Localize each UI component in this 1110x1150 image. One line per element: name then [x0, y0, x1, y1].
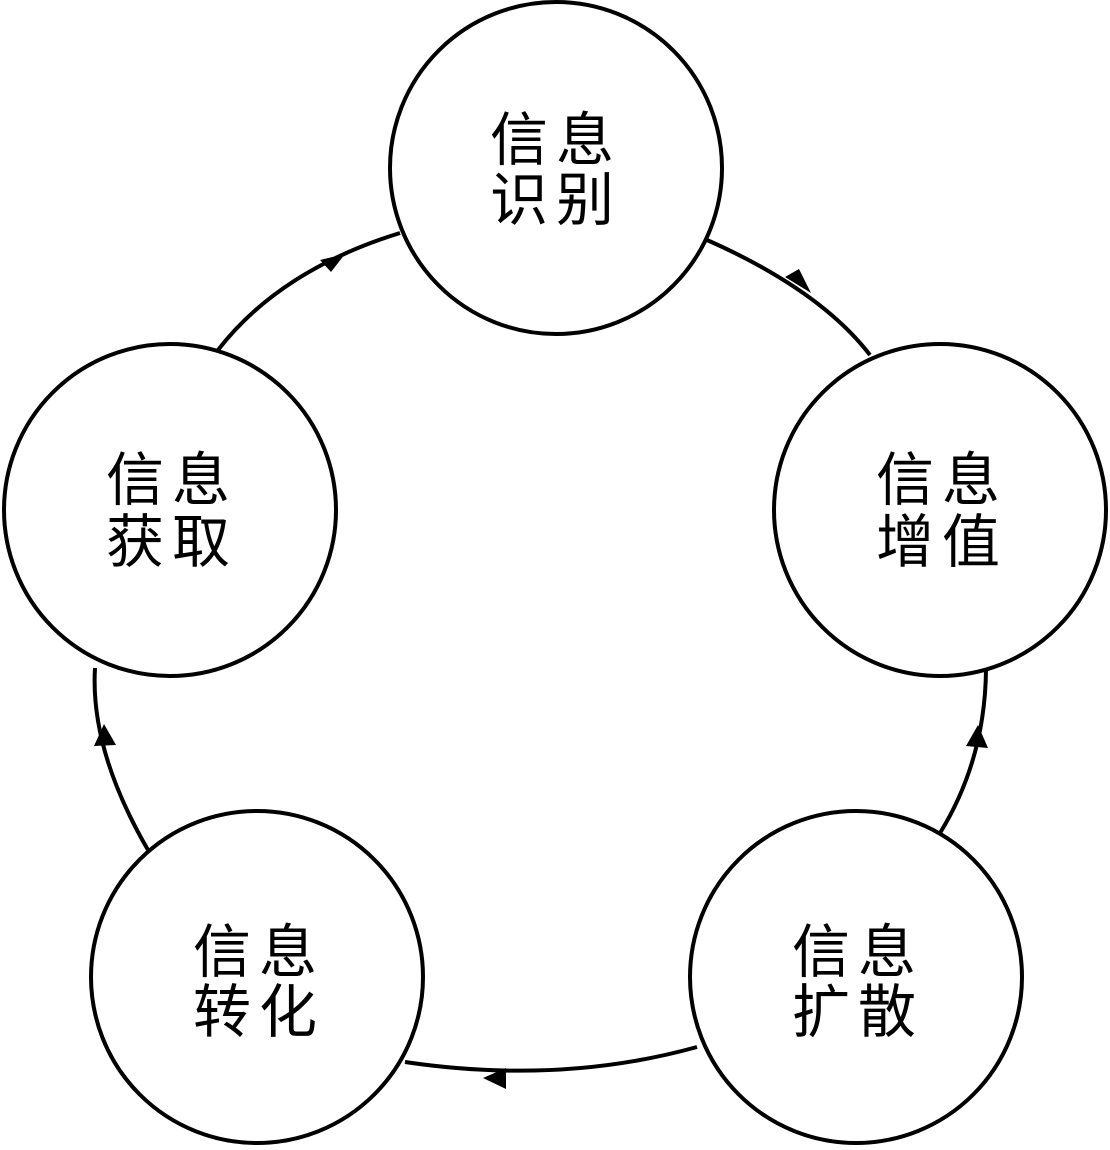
arrowhead-acquire-to-identify	[320, 254, 345, 272]
node-label-line2: 转化	[193, 978, 325, 1046]
edge-spread-to-convert	[404, 1045, 698, 1073]
node-convert: 信息 转化	[89, 809, 425, 1145]
node-label-line2: 识别	[490, 166, 622, 234]
node-circle	[388, 0, 724, 336]
node-acquire: 信息 获取	[2, 342, 338, 678]
node-label-line1: 信息	[876, 446, 1008, 514]
edge-spread-to-value	[938, 669, 988, 835]
node-identify: 信息 识别	[388, 0, 724, 336]
node-label-line2: 扩散	[792, 978, 924, 1046]
arrowhead-convert-to-acquire	[94, 724, 116, 746]
node-label-line2: 获取	[106, 508, 238, 576]
arrowhead-spread-to-convert	[483, 1068, 506, 1089]
node-spread: 信息 扩散	[688, 809, 1024, 1145]
node-label-line1: 信息	[193, 918, 325, 986]
node-circle	[688, 809, 1024, 1145]
node-label-line1: 信息	[792, 918, 924, 986]
edge-acquire-to-identify	[216, 231, 401, 352]
node-label-line2: 增值	[876, 508, 1008, 576]
node-label-line1: 信息	[490, 106, 622, 174]
node-value: 信息 增值	[772, 342, 1108, 678]
edge-convert-to-acquire	[92, 667, 150, 852]
node-circle	[772, 342, 1108, 678]
arrowhead-spread-to-value	[966, 725, 988, 748]
edge-value-to-identify	[706, 238, 872, 357]
arrowheads	[94, 254, 988, 1089]
node-label-line1: 信息	[106, 446, 238, 514]
node-circle	[2, 342, 338, 678]
arrowhead-value-to-identify	[785, 269, 811, 293]
node-circle	[89, 809, 425, 1145]
edges	[92, 231, 988, 1073]
